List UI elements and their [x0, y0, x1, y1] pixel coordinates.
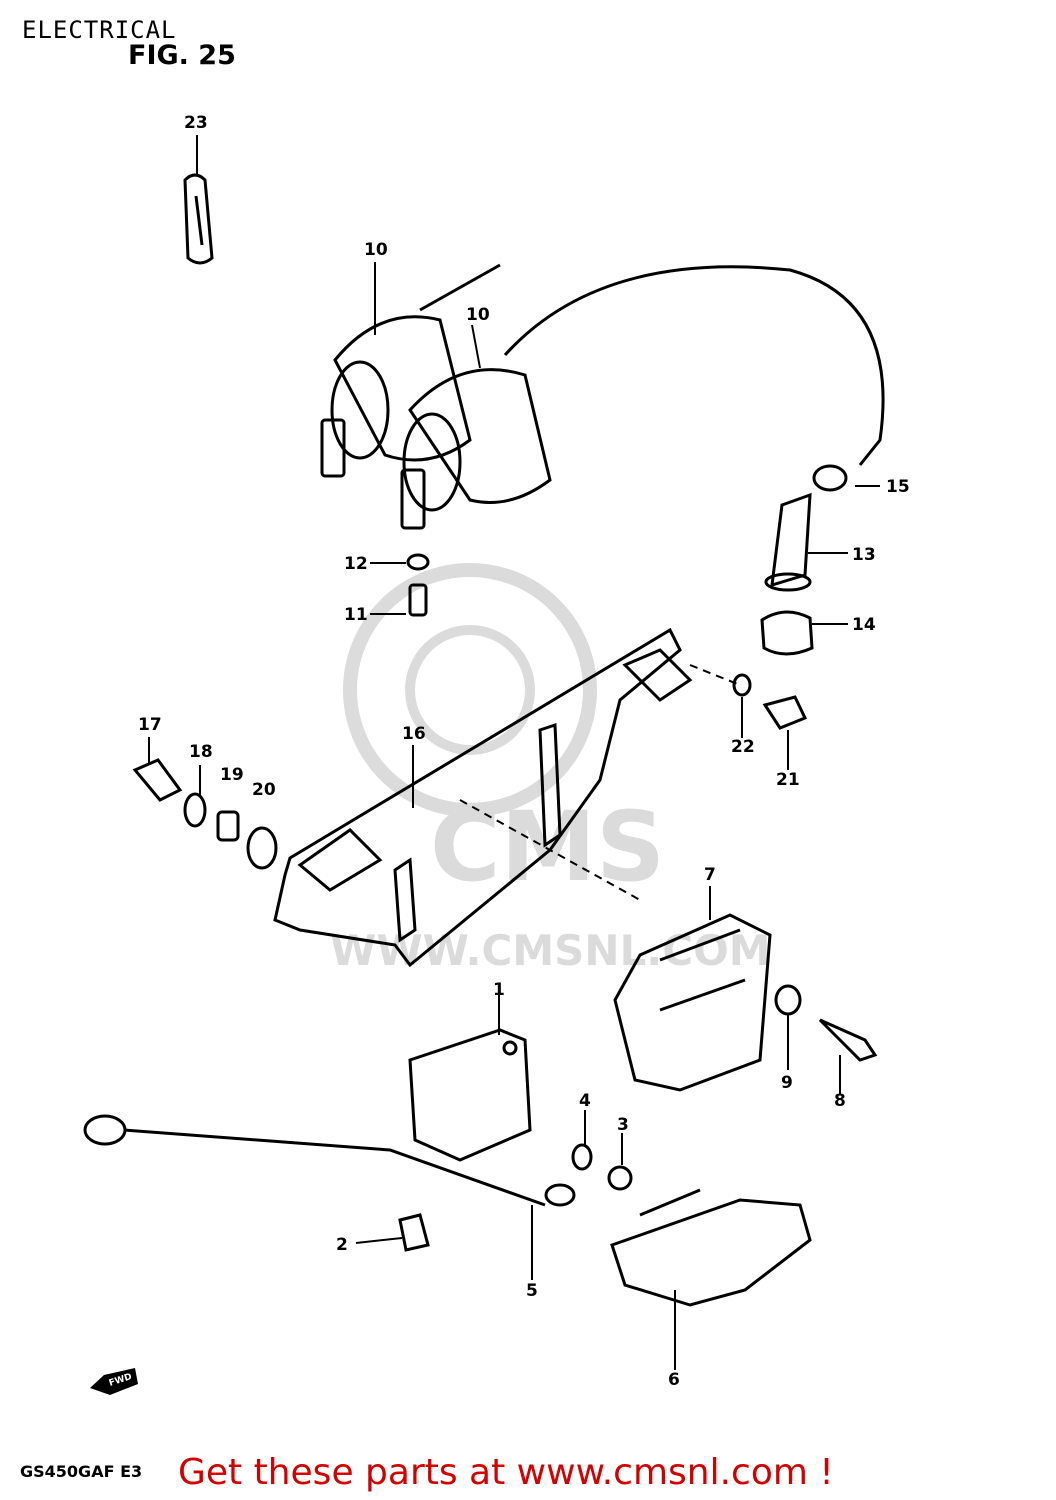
part-10-ignition-coils: [320, 263, 885, 530]
part-6-cover: [610, 1188, 812, 1307]
callout-12: 12: [344, 554, 368, 574]
callout-18: 18: [189, 742, 213, 762]
callouts: 23 10 10 15 13 14 12 11 16 17 18 19 20 2…: [138, 113, 910, 1390]
part-23-cap: [183, 173, 214, 265]
callout-1: 1: [493, 980, 505, 1000]
callout-6: 6: [668, 1370, 680, 1390]
callout-7: 7: [704, 865, 716, 885]
callout-16: 16: [402, 724, 426, 744]
part-1-relay: [408, 1028, 532, 1162]
parts-link[interactable]: Get these parts at www.cmsnl.com !: [178, 1452, 834, 1493]
callout-21: 21: [776, 770, 800, 790]
part-17-20-hardware: [132, 758, 278, 870]
part-2-3-4-fasteners: [398, 1143, 633, 1252]
callout-11: 11: [344, 605, 368, 625]
section-title: ELECTRICAL: [22, 16, 177, 44]
callout-10b: 10: [466, 305, 490, 325]
leader-lines: [148, 135, 880, 1370]
part-5-lead-wire: [83, 1114, 576, 1207]
callout-2: 2: [336, 1235, 348, 1255]
figure-title: FIG. 25: [128, 40, 236, 71]
watermark-url: WWW.CMSNL.COM: [330, 926, 771, 975]
watermark-brand: CMS: [430, 791, 665, 903]
callout-9: 9: [781, 1073, 793, 1093]
callout-20: 20: [252, 780, 276, 800]
callout-22: 22: [731, 737, 755, 757]
model-code: GS450GAF E3: [20, 1462, 143, 1481]
callout-3: 3: [617, 1115, 629, 1135]
callout-13: 13: [852, 545, 876, 565]
callout-17: 17: [138, 715, 162, 735]
fwd-arrow-icon: FWD: [90, 1368, 138, 1395]
watermark: CMS WWW.CMSNL.COM: [330, 563, 771, 975]
part-13-14-15-plug-cap: [760, 464, 848, 656]
part-8-9-screw-washer: [774, 984, 878, 1062]
part-11-12-screw-washer: [406, 553, 430, 617]
callout-4: 4: [579, 1091, 591, 1111]
part-7-regulator: [613, 913, 772, 1092]
callout-14: 14: [852, 615, 876, 635]
part-21-22-bolt: [732, 673, 808, 730]
part-16-bracket: [273, 627, 693, 968]
callout-8: 8: [834, 1091, 846, 1111]
callout-5: 5: [526, 1281, 538, 1301]
callout-15: 15: [886, 477, 910, 497]
callout-10a: 10: [364, 240, 388, 260]
callout-23: 23: [184, 113, 208, 133]
callout-19: 19: [220, 765, 244, 785]
